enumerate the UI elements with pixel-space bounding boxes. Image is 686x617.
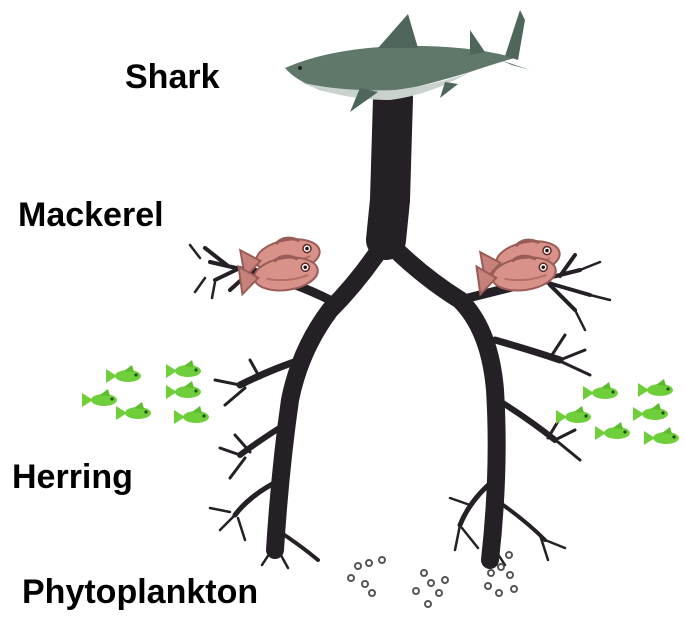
mackerel-label: Mackerel <box>18 198 164 232</box>
shark-icon <box>285 10 530 112</box>
food-web-tree <box>190 98 610 568</box>
shark-label: Shark <box>125 60 220 94</box>
herring-fish-icon <box>82 360 679 445</box>
herring-label: Herring <box>12 460 133 494</box>
phytoplankton-label: Phytoplankton <box>22 575 258 609</box>
